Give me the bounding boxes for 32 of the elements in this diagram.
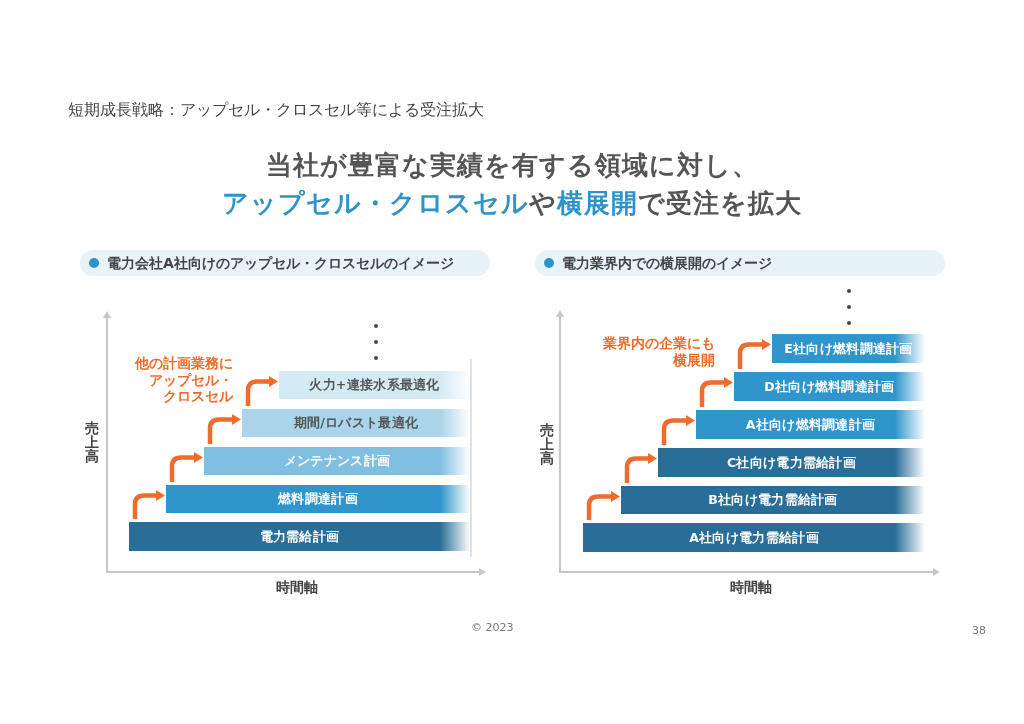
step-bar: A社向け電力需給計画 <box>583 523 925 552</box>
step-bar: D社向け燃料調達計画 <box>734 372 925 401</box>
section-heading: 電力業界内での横展開のイメージ <box>562 254 772 273</box>
step-bar: 期間/ロバスト最適化 <box>242 409 470 437</box>
copyright-text: © 2023 <box>471 621 514 634</box>
curved-arrow <box>661 415 695 445</box>
curved-arrow <box>169 452 203 482</box>
page-number: 38 <box>971 624 986 637</box>
curved-arrow <box>737 339 771 369</box>
axis-label: 売上高 <box>540 423 554 465</box>
section-heading: 電力会社A社向けのアップセル・クロスセルのイメージ <box>107 254 454 273</box>
step-bar: A社向け燃料調達計画 <box>696 410 925 439</box>
curved-arrow <box>624 453 657 483</box>
annotation-text: 業界内の企業にも横展開 <box>602 335 715 368</box>
curved-arrow <box>207 414 241 444</box>
section-band <box>535 250 945 276</box>
axis-label: 時間軸 <box>729 579 773 597</box>
step-bar: B社向け電力需給計画 <box>621 486 925 514</box>
page-title: 短期成長戦略：アップセル・クロスセル等による受注拡大 <box>68 100 484 121</box>
curved-arrow <box>699 377 733 407</box>
headline: 当社が豊富な実績を有する領域に対し、アップセル・クロスセルや横展開で受注を拡大 <box>221 149 803 220</box>
curved-arrow <box>245 376 278 406</box>
axis-label: 売上高 <box>85 421 99 463</box>
step-bar: メンテナンス計画 <box>204 447 470 475</box>
step-bar: 電力需給計画 <box>129 522 470 551</box>
axis-label: 時間軸 <box>275 579 319 597</box>
step-bar: 火力+連接水系最適化 <box>279 371 470 399</box>
section-band <box>80 250 490 276</box>
step-bar: 燃料調達計画 <box>166 485 470 513</box>
step-bar: E社向け燃料調達計画 <box>772 334 925 363</box>
annotation-text: 他の計画業務にアップセル・クロスセル <box>134 355 233 405</box>
step-bar: C社向け電力需給計画 <box>658 448 925 477</box>
